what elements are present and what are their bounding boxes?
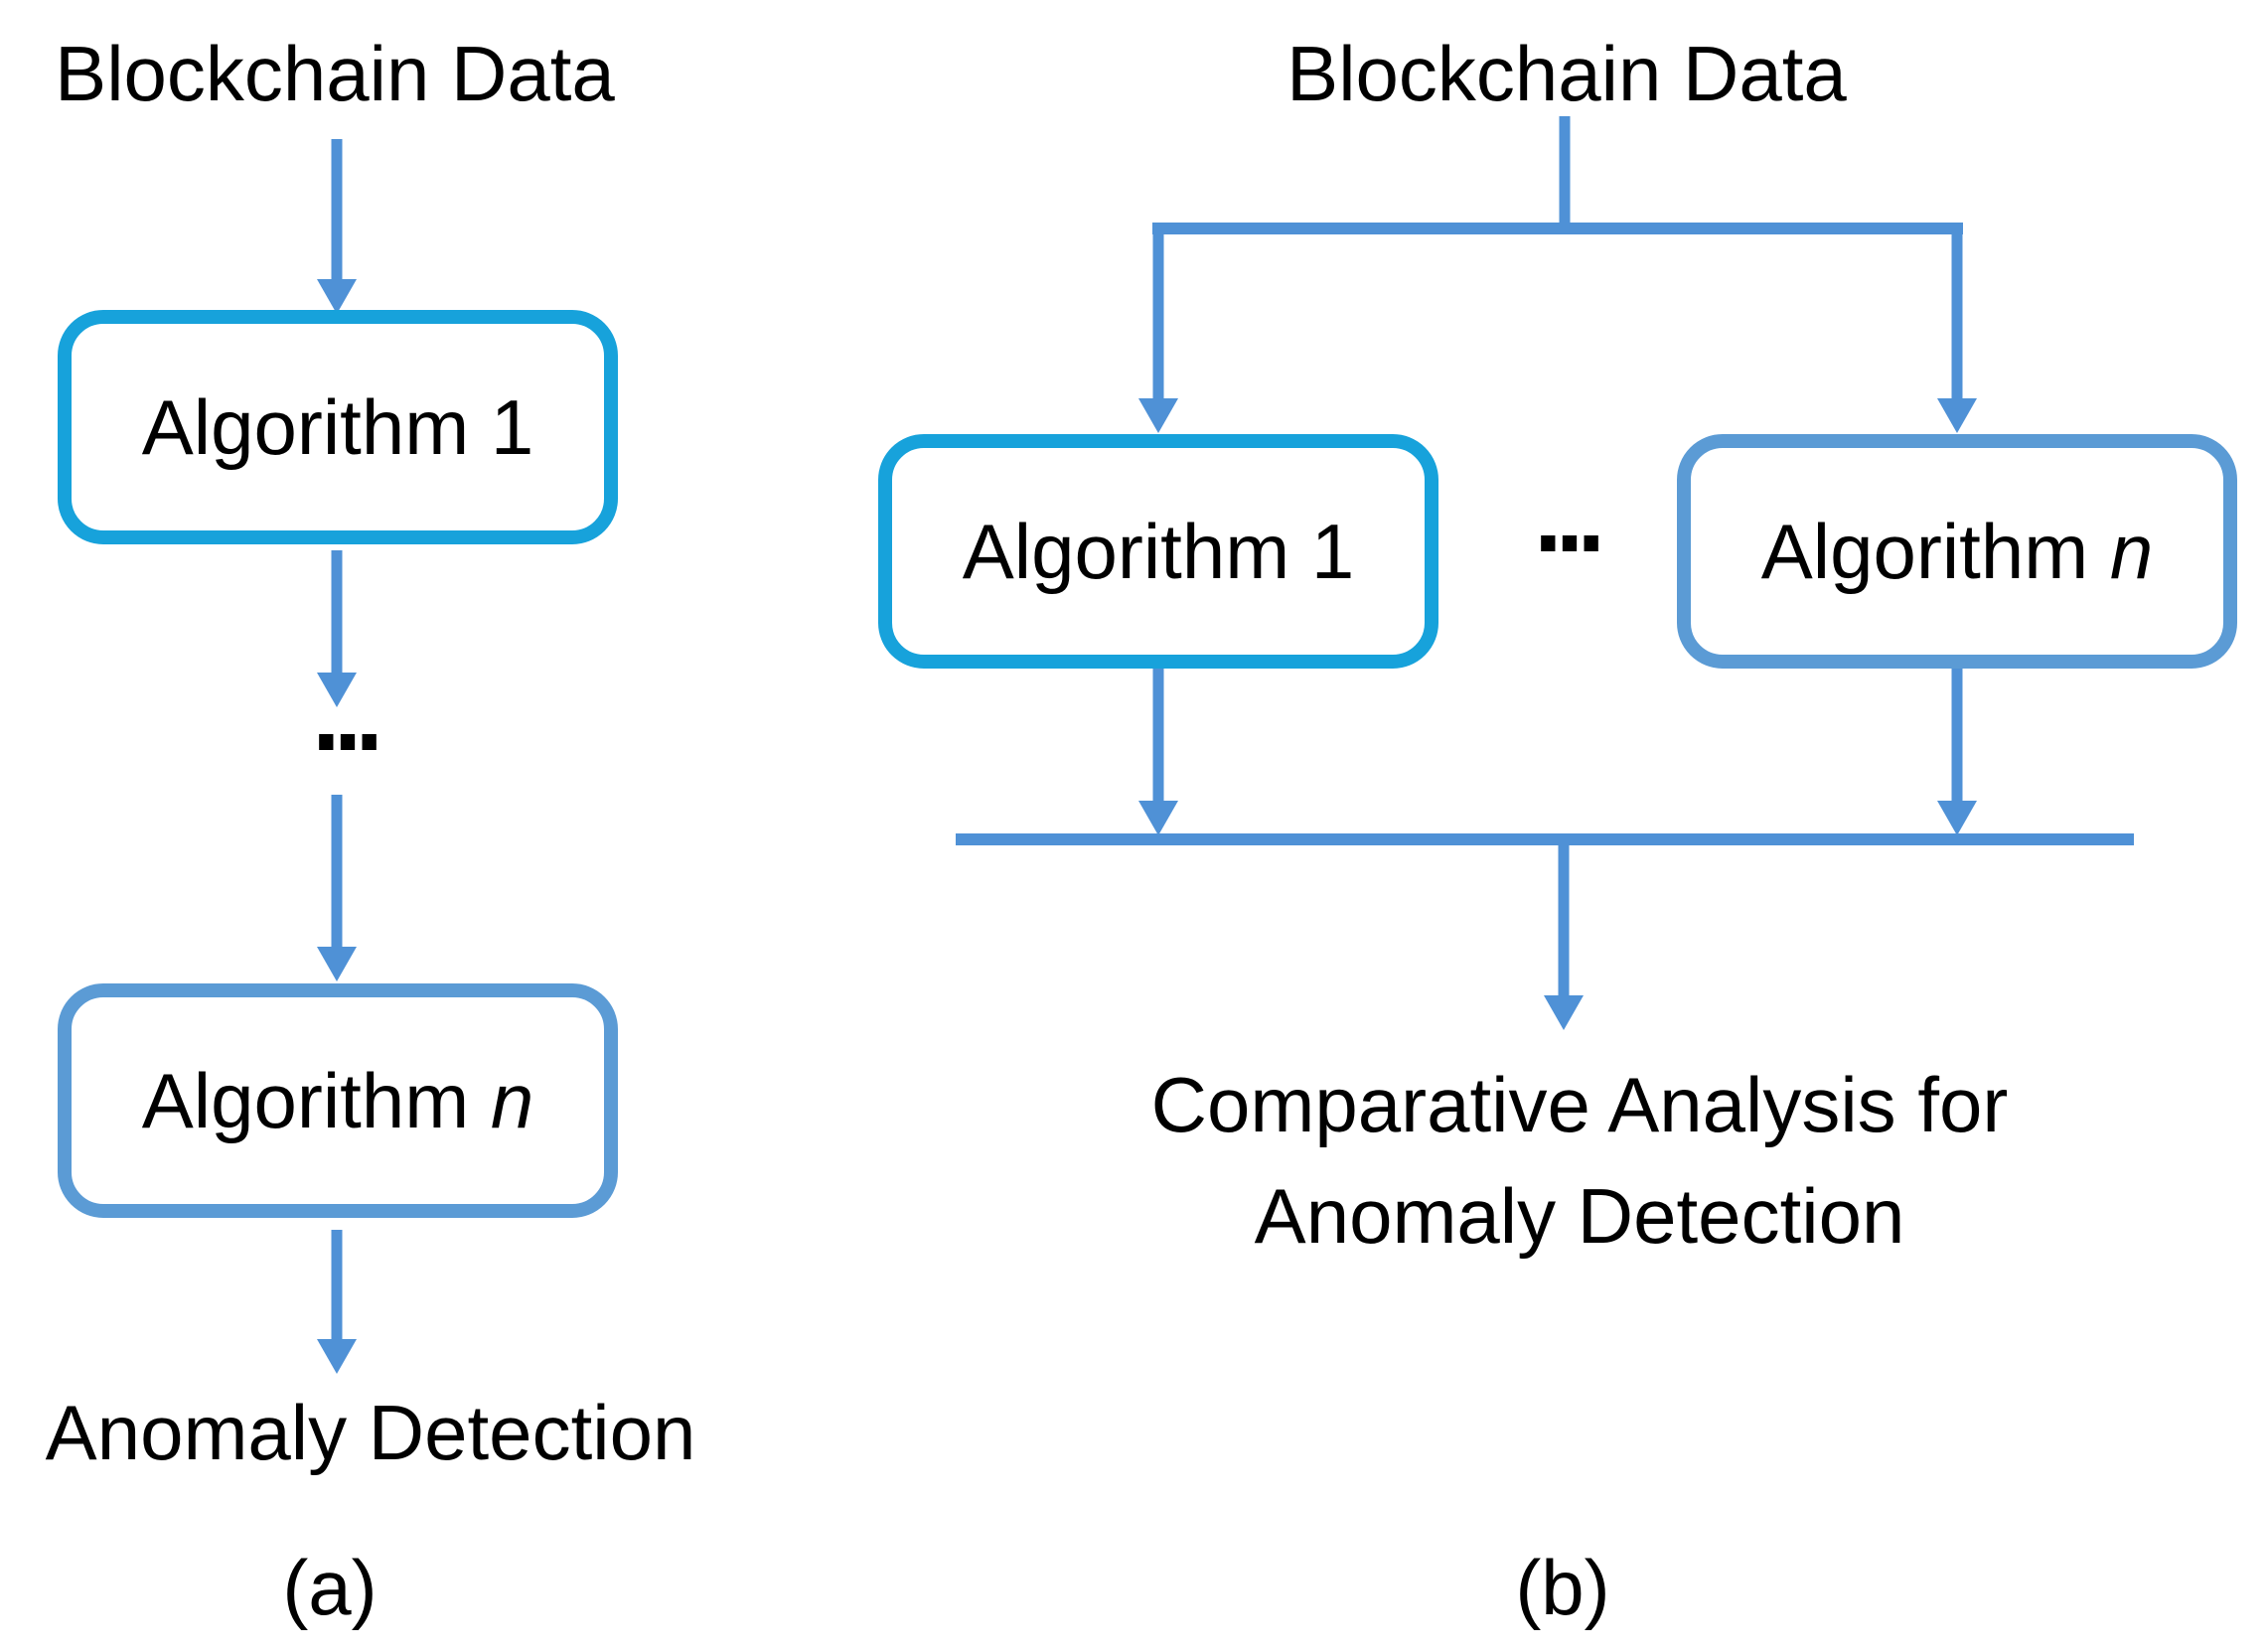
- panel-a-caption: (a): [282, 1544, 378, 1631]
- panel-b-sink-label-line2: Anomaly Detection: [1254, 1172, 1905, 1260]
- arrow-a-ellipsis-to-boxn: [317, 795, 357, 981]
- panel-b-source-label: Blockchain Data: [1286, 30, 1847, 117]
- panel-a-algorithm-n-label: Algorithm n: [142, 1056, 534, 1146]
- arrow-b-split-to-box1: [1138, 223, 1178, 433]
- panel-a-sink-label: Anomaly Detection: [45, 1389, 696, 1476]
- panel-b-algorithm-n-label: Algorithm n: [1761, 507, 2154, 597]
- panel-b-algorithm-n-variable: n: [2109, 507, 2154, 595]
- panel-a-source-label: Blockchain Data: [55, 30, 615, 117]
- panel-a-algorithm-n-box: Algorithm n: [58, 983, 618, 1218]
- panel-b-caption: (b): [1515, 1544, 1610, 1631]
- panel-a-algorithm-1-box: Algorithm 1: [58, 310, 618, 544]
- panel-a-algorithm-1-label: Algorithm 1: [141, 382, 534, 471]
- panel-b-ellipsis: ...: [1527, 416, 1611, 583]
- arrow-a-boxn-to-sink: [317, 1230, 357, 1374]
- arrow-b-boxn-to-mergebar: [1937, 667, 1977, 835]
- panel-b-sink-label-line1: Comparative Analysis for: [1150, 1061, 2009, 1148]
- arrow-a-box1-to-ellipsis: [317, 550, 357, 707]
- panel-a-algorithm-n-variable: n: [490, 1056, 534, 1144]
- panel-b-algorithm-1-box: Algorithm 1: [878, 434, 1438, 669]
- panel-b-algorithm-n-prefix: Algorithm: [1760, 507, 2110, 595]
- arrow-b-mergebar-to-sink: [1544, 839, 1584, 1030]
- arrow-b-box1-to-mergebar: [1138, 667, 1178, 835]
- arrow-a-source-to-box1: [317, 139, 357, 314]
- panel-a-ellipsis: ...: [305, 615, 389, 782]
- arrow-b-split-to-boxn: [1937, 223, 1977, 433]
- panel-a-algorithm-n-prefix: Algorithm: [141, 1056, 491, 1144]
- panel-b-algorithm-1-label: Algorithm 1: [962, 507, 1355, 595]
- panel-b-algorithm-n-box: Algorithm n: [1677, 434, 2237, 669]
